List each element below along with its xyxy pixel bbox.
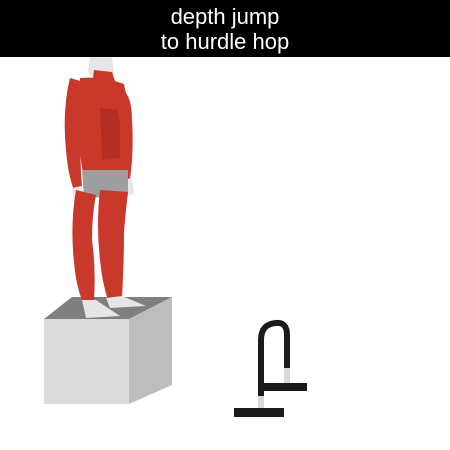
title-line-1: depth jump bbox=[170, 4, 280, 29]
box-front bbox=[44, 319, 129, 404]
figure-front-arm bbox=[112, 86, 133, 182]
hurdle-back-post bbox=[284, 335, 290, 380]
hurdle-back-base bbox=[264, 383, 307, 391]
plyo-box-icon bbox=[44, 297, 172, 404]
figure-back-foot bbox=[82, 300, 120, 318]
hurdle-front-post-metal bbox=[258, 396, 264, 410]
hurdle-front-base bbox=[234, 408, 284, 417]
figure-back-leg bbox=[72, 190, 96, 300]
figure-front-foot bbox=[106, 296, 146, 308]
title-line-2: to hurdle hop bbox=[160, 29, 290, 54]
figure-abs bbox=[100, 108, 120, 160]
hurdle-icon bbox=[234, 319, 307, 417]
hurdle-top-bar bbox=[258, 319, 290, 398]
box-right-side bbox=[129, 297, 172, 404]
muscle-figure-icon bbox=[64, 57, 146, 318]
hurdle-back-post-metal bbox=[284, 368, 290, 383]
figure-front-leg bbox=[98, 190, 128, 300]
figure-pelvis bbox=[82, 170, 128, 198]
title-bar: depth jump to hurdle hop bbox=[0, 0, 450, 57]
